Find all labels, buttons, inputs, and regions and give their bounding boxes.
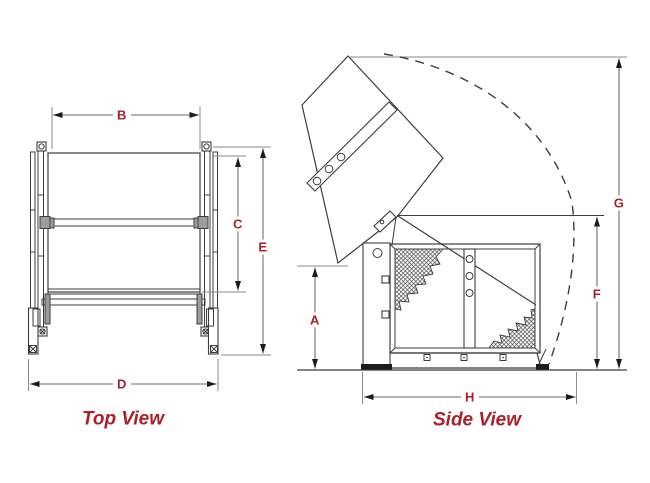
side-view-drawing xyxy=(297,53,627,404)
mesh-patch-upper-left xyxy=(394,248,444,311)
dim-label-d: D xyxy=(113,376,131,392)
dim-label-h: H xyxy=(461,389,479,405)
mesh-patch-lower-right xyxy=(488,308,536,349)
dim-label-b: B xyxy=(113,107,131,123)
hopper-body-topview xyxy=(47,152,201,293)
dim-label-a: A xyxy=(306,312,324,328)
right-rails xyxy=(204,141,218,337)
hopper-tilted xyxy=(301,55,444,265)
bearing-blocks xyxy=(36,141,212,337)
feet-topview xyxy=(27,307,219,355)
dim-label-f: F xyxy=(588,286,606,302)
latch-tab xyxy=(373,210,397,233)
top-view-drawing xyxy=(27,107,271,391)
left-rails xyxy=(30,141,44,337)
dim-label-e: E xyxy=(254,239,272,255)
dump-arc xyxy=(383,53,575,365)
right-foot-pad xyxy=(536,364,549,370)
top-view-title: Top View xyxy=(78,408,168,430)
upright-post xyxy=(361,242,392,370)
base-skid xyxy=(384,348,549,370)
dim-label-g: G xyxy=(609,195,629,211)
cross-members xyxy=(41,288,206,325)
left-foot-pad xyxy=(361,364,392,370)
hopper-channel-strip xyxy=(306,101,398,192)
axle xyxy=(39,216,209,229)
center-strut xyxy=(463,248,476,349)
side-view-title: Side View xyxy=(429,409,525,431)
dim-label-c: C xyxy=(229,216,247,232)
